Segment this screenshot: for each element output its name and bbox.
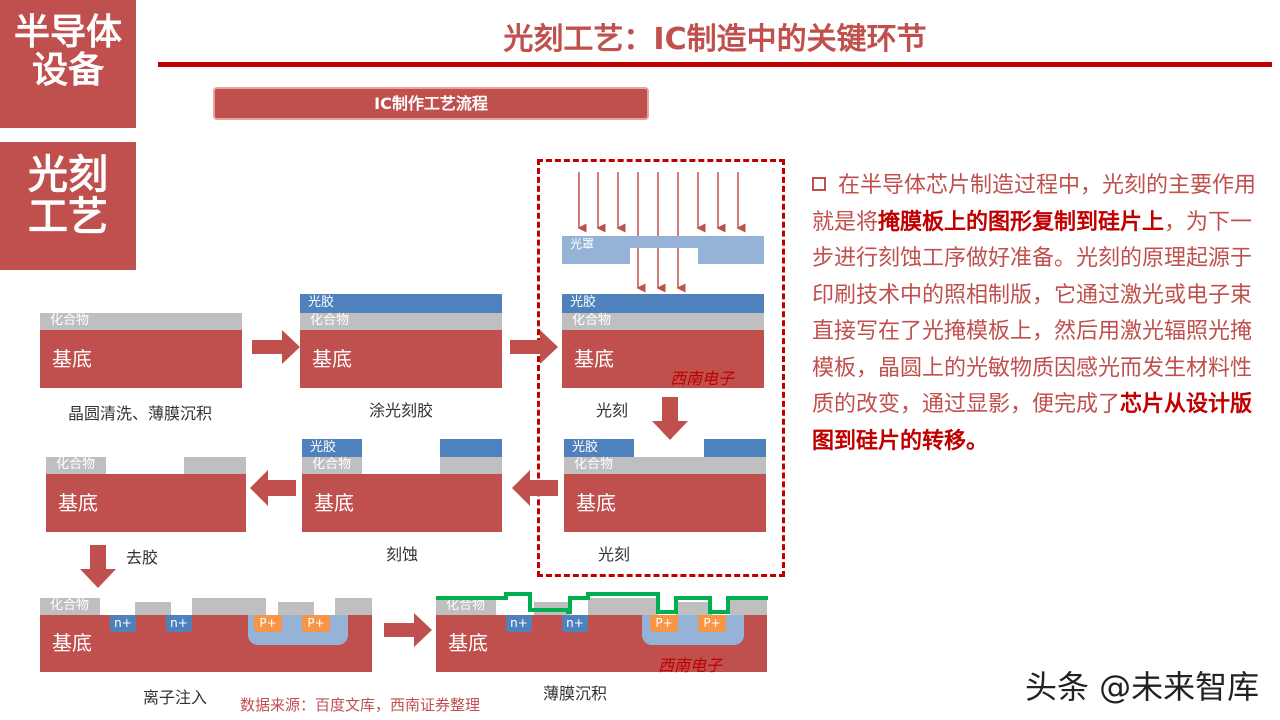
arrow-left	[512, 470, 558, 506]
substrate-block: 基底	[562, 330, 764, 388]
compound-layer: 化合物	[564, 457, 766, 474]
compound-layer: 化合物	[46, 457, 106, 474]
n-plus-region: n+	[110, 615, 136, 632]
exposure-light-arrows	[577, 172, 746, 293]
step-caption: 涂光刻胶	[368, 401, 433, 420]
arrow-down	[652, 397, 688, 440]
photoresist-layer: 光胶	[564, 439, 634, 457]
step-caption: 刻蚀	[385, 545, 418, 564]
n-plus-region: n+	[166, 615, 192, 632]
compound-layer	[335, 598, 372, 615]
p-plus-region: P+	[254, 615, 282, 632]
watermark: 西南电子	[670, 369, 735, 388]
p-plus-region: P+	[698, 615, 726, 632]
compound-layer	[440, 457, 502, 474]
step-caption: 去胶	[125, 548, 158, 567]
photoresist-layer	[440, 439, 502, 457]
compound-layer: 化合物	[300, 313, 502, 330]
compound-layer	[192, 598, 266, 615]
n-plus-region: n+	[506, 615, 532, 632]
compound-layer	[676, 602, 712, 615]
compound-layer: 化合物	[40, 598, 100, 615]
step-caption: 光刻	[597, 545, 630, 564]
brand-watermark: 头条 @未来智库	[1025, 668, 1260, 706]
compound-layer: 化合物	[562, 313, 764, 330]
substrate-block: 基底	[302, 474, 502, 532]
tag-lithography-process: 光刻工艺	[0, 142, 136, 270]
compound-layer: 化合物	[40, 313, 242, 330]
flow-title-bar: IC制作工艺流程	[213, 87, 649, 120]
photoresist-layer: 光胶	[300, 294, 502, 313]
step-caption: 薄膜沉积	[542, 684, 607, 703]
step-caption: 光刻	[595, 401, 628, 420]
compound-layer: 化合物	[436, 598, 496, 615]
compound-layer	[135, 602, 171, 615]
lithography-highlight-box	[537, 159, 785, 577]
p-plus-region: P+	[650, 615, 678, 632]
description-text: 在半导体芯片制造过程中，光刻的主要作用就是将掩膜板上的图形复制到硅片上，为下一步…	[812, 173, 1257, 454]
step-caption: 晶圆清洗、薄膜沉积	[67, 404, 212, 423]
photomask: 光罩	[562, 236, 630, 264]
substrate-block: 基底	[46, 474, 246, 532]
arrow-right	[252, 330, 300, 364]
tag-semiconductor-equipment: 半导体设备	[0, 0, 136, 128]
page-title: 光刻工艺：IC制造中的关键环节	[503, 22, 927, 57]
bullet-square-icon	[812, 177, 826, 191]
deposited-film	[436, 592, 768, 614]
compound-layer	[184, 457, 246, 474]
photoresist-layer: 光胶	[562, 294, 764, 313]
substrate-block: 基底	[300, 330, 502, 388]
arrow-right	[384, 613, 432, 647]
flow-arrows	[80, 330, 688, 647]
title-divider	[158, 62, 1272, 67]
arrow-down	[80, 545, 116, 588]
arrow-right	[510, 330, 558, 364]
compound-layer	[278, 602, 314, 615]
substrate-block: 基底	[40, 330, 242, 388]
photomask	[630, 236, 698, 248]
substrate-block: 基底	[564, 474, 766, 532]
p-plus-region: P+	[302, 615, 330, 632]
compound-layer	[588, 598, 658, 615]
photomask	[698, 236, 764, 264]
arrow-left	[250, 470, 296, 506]
step-caption: 离子注入	[142, 688, 207, 707]
photoresist-layer: 光胶	[302, 439, 362, 457]
photoresist-layer	[704, 439, 766, 457]
compound-layer	[730, 598, 767, 615]
watermark: 西南电子	[658, 656, 723, 675]
data-source-note: 数据来源：百度文库，西南证券整理	[240, 696, 481, 714]
compound-layer: 化合物	[302, 457, 362, 474]
n-plus-region: n+	[562, 615, 588, 632]
